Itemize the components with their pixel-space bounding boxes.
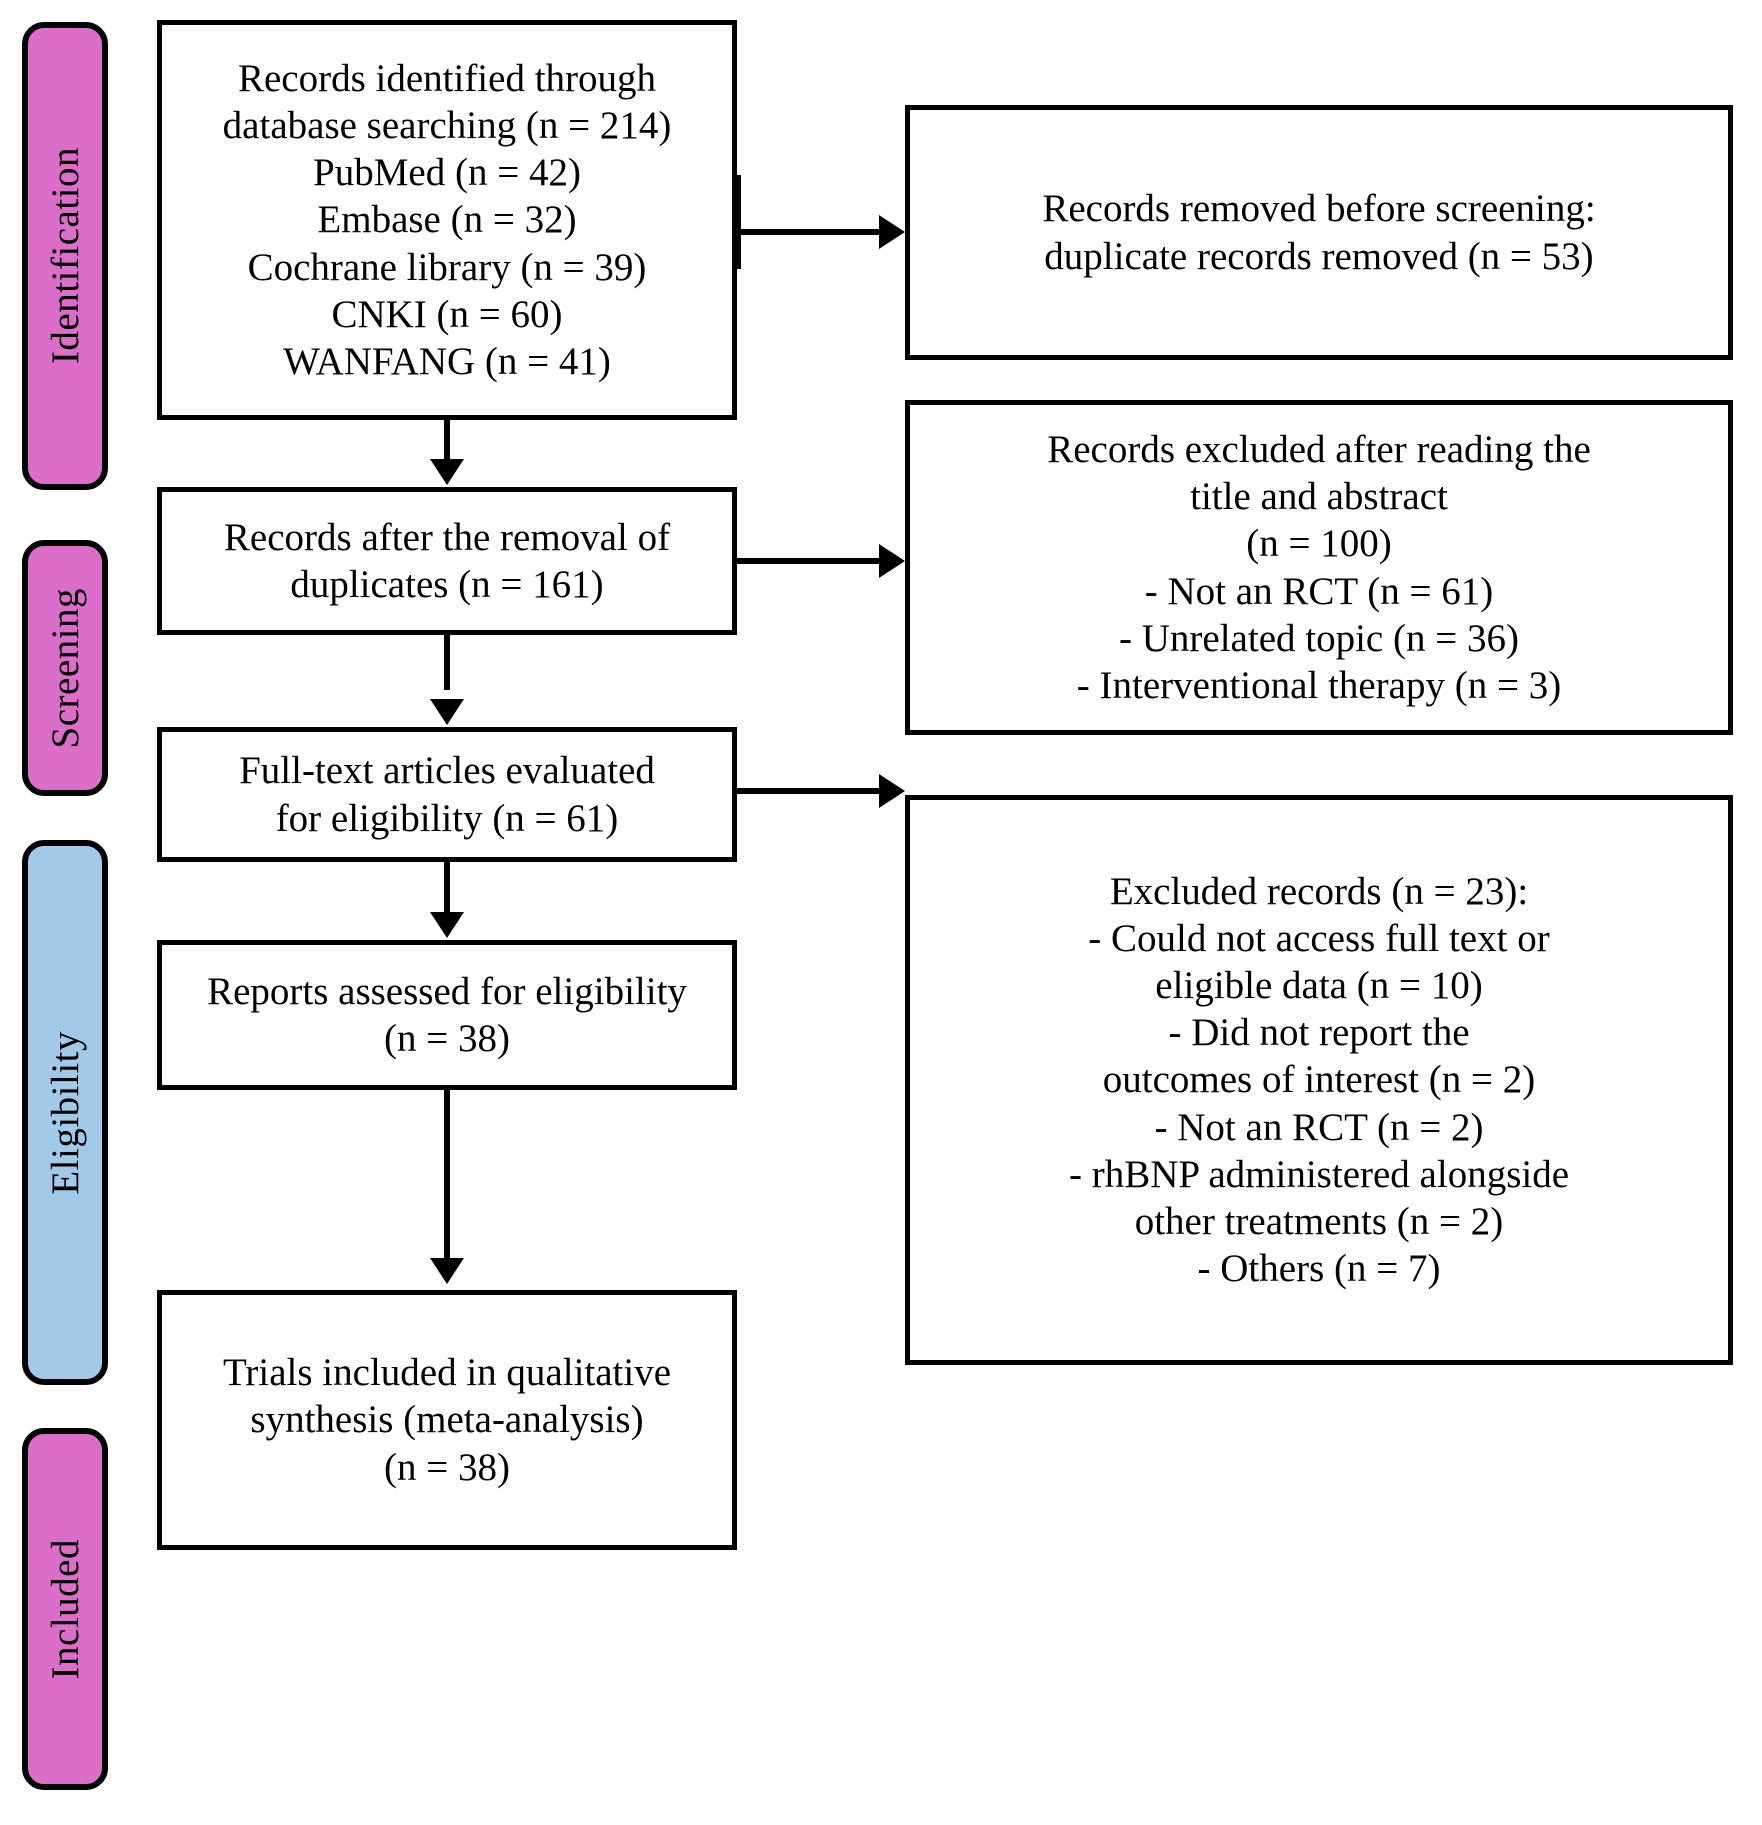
box-records-identified-text: Records identified through database sear…	[222, 56, 672, 383]
connector-full-text-to-excluded-records	[735, 788, 885, 794]
connector-identified-to-after-duplicates	[444, 420, 450, 462]
stage-bar-eligibility: Eligibility	[22, 840, 108, 1385]
box-excluded-records: Excluded records (n = 23): - Could not a…	[905, 795, 1733, 1365]
box-duplicates-removed: Records removed before screening: duplic…	[905, 105, 1733, 360]
box-trials-included-text: Trials included in qualitative synthesis…	[222, 1351, 672, 1489]
arrowhead-after-duplicates-to-full-text	[430, 699, 464, 725]
connector-identified-to-duplicates-removed	[735, 229, 885, 235]
stage-label-eligibility: Eligibility	[43, 1030, 87, 1195]
arrowhead-after-duplicates-to-excluded-title-abstract	[879, 544, 905, 578]
connector-full-text-to-reports-assessed	[444, 862, 450, 912]
box-duplicates-removed-text: Records removed before screening: duplic…	[1042, 187, 1596, 278]
stage-label-screening: Screening	[43, 587, 87, 749]
box-records-after-duplicates-text: Records after the removal of duplicates …	[223, 515, 671, 606]
box-full-text-evaluated: Full-text articles evaluated for eligibi…	[157, 727, 737, 862]
stage-label-identification: Identification	[43, 147, 87, 365]
box-excluded-title-abstract: Records excluded after reading the title…	[905, 400, 1733, 735]
box-records-identified: Records identified through database sear…	[157, 20, 737, 420]
box-full-text-evaluated-text: Full-text articles evaluated for eligibi…	[239, 749, 655, 840]
stage-bar-identification: Identification	[22, 22, 108, 490]
stage-bar-included: Included	[22, 1428, 108, 1790]
box-trials-included: Trials included in qualitative synthesis…	[157, 1290, 737, 1550]
box-reports-assessed: Reports assessed for eligibility (n = 38…	[157, 940, 737, 1090]
connector-stem-identified-right	[735, 175, 741, 269]
arrowhead-reports-assessed-to-included	[430, 1258, 464, 1284]
stage-bar-screening: Screening	[22, 540, 108, 796]
stage-label-included: Included	[43, 1538, 87, 1680]
arrowhead-full-text-to-reports-assessed	[430, 912, 464, 938]
arrowhead-identified-to-after-duplicates	[430, 459, 464, 485]
box-records-after-duplicates: Records after the removal of duplicates …	[157, 487, 737, 635]
box-excluded-title-abstract-text: Records excluded after reading the title…	[1047, 427, 1591, 707]
connector-reports-assessed-to-included	[444, 1090, 450, 1258]
connector-after-duplicates-to-full-text	[444, 635, 450, 690]
box-excluded-records-text: Excluded records (n = 23): - Could not a…	[1068, 869, 1570, 1291]
connector-after-duplicates-to-excluded-title-abstract	[735, 558, 885, 564]
box-reports-assessed-text: Reports assessed for eligibility (n = 38…	[207, 969, 687, 1060]
arrowhead-full-text-to-excluded-records	[879, 774, 905, 808]
arrowhead-identified-to-duplicates-removed	[879, 215, 905, 249]
